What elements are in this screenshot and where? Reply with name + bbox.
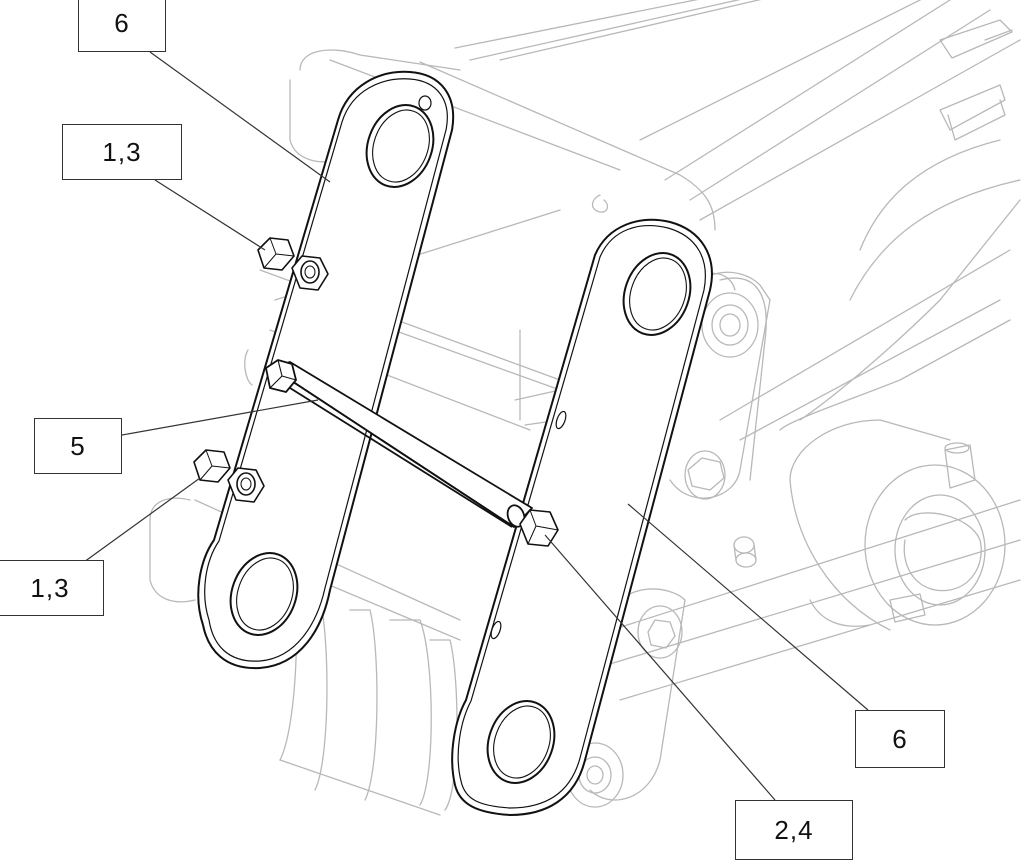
nut-right <box>519 509 559 547</box>
bolt-nut-upper-left <box>257 237 329 291</box>
leader-lines <box>83 51 869 801</box>
callout-part-2-4: 2,4 <box>735 800 853 860</box>
bolt-nut-lower-left <box>193 449 265 503</box>
background-machine <box>149 0 1021 816</box>
callout-part-6-top: 6 <box>78 0 166 52</box>
right-link-plate <box>451 218 713 816</box>
callout-part-1-3-upper: 1,3 <box>62 124 182 180</box>
callout-part-6-bottom: 6 <box>855 710 945 768</box>
left-link-plate <box>197 70 455 670</box>
callout-part-1-3-lower: 1,3 <box>0 560 104 616</box>
callout-part-5: 5 <box>34 418 122 474</box>
spacer-rod <box>265 359 533 528</box>
